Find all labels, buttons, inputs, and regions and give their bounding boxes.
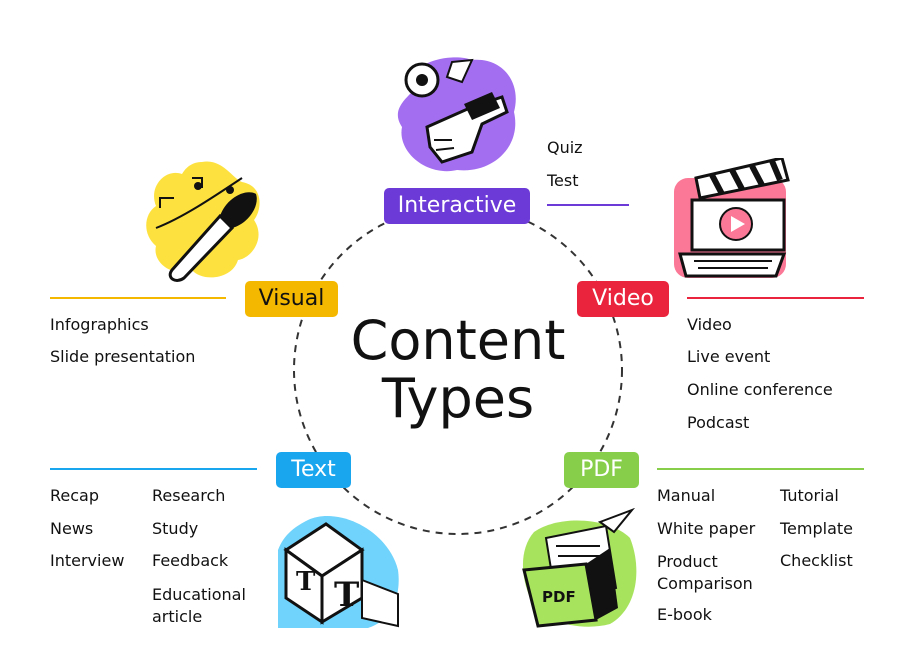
touch-hand-icon xyxy=(397,57,516,172)
pdf-item-manual: Manual xyxy=(657,486,716,505)
label-pdf: PDF xyxy=(564,452,639,488)
text-item-news: News xyxy=(50,519,94,538)
pdf-folder-icon: PDF xyxy=(522,508,637,628)
pdf-item-e-book: E-book xyxy=(657,605,712,624)
pdf-item-tutorial: Tutorial xyxy=(780,486,839,505)
label-interactive: Interactive xyxy=(384,188,530,224)
title-line-2: Types xyxy=(381,367,535,430)
pdf-item-template: Template xyxy=(780,519,854,538)
text-item-study: Study xyxy=(152,519,199,538)
paintbrush-map-icon xyxy=(146,161,260,282)
text-rule xyxy=(50,468,257,470)
svg-text:T: T xyxy=(334,575,359,615)
svg-text:T: T xyxy=(296,567,316,597)
pdf-item-white-paper: White paper xyxy=(657,519,756,538)
pdf-item-checklist: Checklist xyxy=(780,551,853,570)
text-item-recap: Recap xyxy=(50,486,99,505)
video-rule xyxy=(687,297,864,299)
interactive-rule xyxy=(547,204,629,206)
text-item-interview: Interview xyxy=(50,551,125,570)
visual-item-infographics: Infographics xyxy=(50,315,149,334)
clapperboard-laptop-icon xyxy=(674,158,790,278)
svg-text:PDF: PDF xyxy=(542,588,576,606)
video-item-online-conference: Online conference xyxy=(687,380,833,399)
interactive-item-quiz: Quiz xyxy=(547,138,583,157)
video-item-video: Video xyxy=(687,315,732,334)
diagram-title: Content Types xyxy=(300,312,616,428)
label-video: Video xyxy=(577,281,669,317)
pdf-rule xyxy=(657,468,864,470)
pdf-item-product-comparison: Product Comparison xyxy=(657,552,753,593)
label-visual: Visual xyxy=(245,281,338,317)
text-cube-icon: T T xyxy=(278,515,399,628)
video-item-podcast: Podcast xyxy=(687,413,750,432)
visual-item-slide-presentation: Slide presentation xyxy=(50,347,196,366)
interactive-item-test: Test xyxy=(547,171,579,190)
video-item-live-event: Live event xyxy=(687,347,771,366)
label-text: Text xyxy=(276,452,351,488)
visual-rule xyxy=(50,297,226,299)
text-item-research: Research xyxy=(152,486,226,505)
title-line-1: Content xyxy=(350,309,566,372)
text-item-feedback: Feedback xyxy=(152,551,229,570)
text-item-educational-article: Educational article xyxy=(152,585,246,626)
